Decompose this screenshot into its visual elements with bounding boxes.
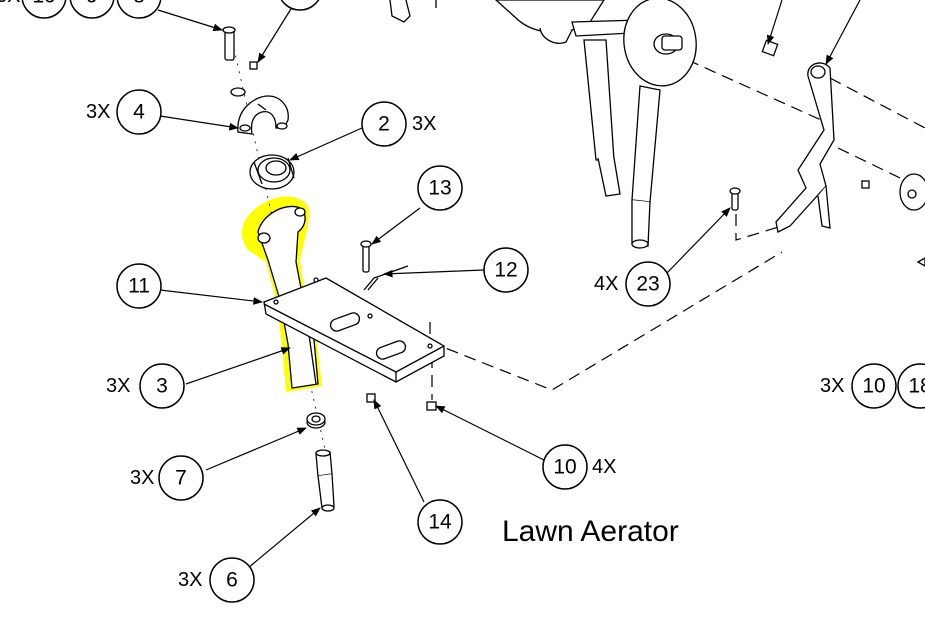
svg-text:3X: 3X: [130, 467, 154, 489]
svg-text:3X: 3X: [86, 101, 110, 123]
callout-18-right: 18: [897, 363, 925, 409]
callout-3: 3 3X: [106, 363, 185, 409]
bracket-part: [775, 62, 835, 233]
callout-23: 23 4X: [594, 261, 671, 307]
callout-10-right: 10 3X: [820, 363, 897, 409]
washer-part-7: [306, 412, 326, 429]
svg-text:10: 10: [553, 456, 576, 479]
svg-text:4X: 4X: [594, 273, 618, 295]
svg-text:10: 10: [862, 375, 885, 398]
left-assembly: [222, 0, 445, 512]
svg-text:6: 6: [226, 569, 238, 592]
callout-7: 7 3X: [130, 455, 204, 501]
nut-part-9: [249, 61, 258, 70]
svg-text:4X: 4X: [592, 456, 616, 478]
svg-text:3X: 3X: [412, 113, 436, 135]
right-assembly: [495, 0, 925, 267]
callout-13: 13: [417, 165, 463, 211]
svg-text:3X: 3X: [820, 375, 844, 397]
callout-10-mid: 10 4X: [542, 444, 616, 490]
diagram-title: Lawn Aerator: [502, 515, 679, 548]
svg-text:8: 8: [133, 0, 145, 8]
svg-text:23: 23: [636, 273, 659, 296]
assembly-dashed-lines: [429, 51, 925, 400]
svg-text:13: 13: [428, 177, 451, 200]
svg-text:3X: 3X: [178, 569, 202, 591]
callout-9-top: 9: [69, 0, 115, 19]
svg-text:7: 7: [175, 467, 187, 490]
nut-part-10-mid: [426, 401, 437, 411]
plate-part-11: [263, 277, 445, 383]
callout-2: 2 3X: [361, 101, 436, 147]
pin-part-6: [315, 449, 335, 512]
callout-4: 4 3X: [86, 89, 162, 135]
svg-text:3X: 3X: [106, 375, 130, 397]
svg-text:10: 10: [32, 0, 55, 8]
svg-text:12: 12: [494, 259, 517, 282]
leader-lines: [157, 0, 861, 569]
svg-text:4: 4: [133, 101, 145, 124]
callout-12: 12: [483, 247, 529, 293]
callout-11: 11: [116, 263, 162, 309]
svg-text:2: 2: [378, 113, 390, 136]
svg-text:11: 11: [128, 275, 150, 298]
svg-text:14: 14: [428, 511, 452, 534]
callout-balloons: 10 3X 9 8 4 3X 2 3X 13 12: [0, 0, 925, 603]
callout-6: 6 3X: [178, 557, 255, 603]
bearing-part-2: [249, 154, 295, 190]
nut-part-14: [366, 393, 376, 403]
clip-part-12: [363, 265, 409, 291]
callout-8-top: 8: [116, 0, 162, 19]
svg-text:9: 9: [86, 0, 98, 8]
svg-text:18: 18: [908, 375, 925, 398]
svg-text:3: 3: [156, 375, 168, 398]
svg-text:3X: 3X: [0, 0, 20, 7]
callout-top-partial: [280, 0, 320, 11]
callout-14: 14: [417, 499, 463, 545]
callout-10-top: 10 3X: [0, 0, 67, 19]
